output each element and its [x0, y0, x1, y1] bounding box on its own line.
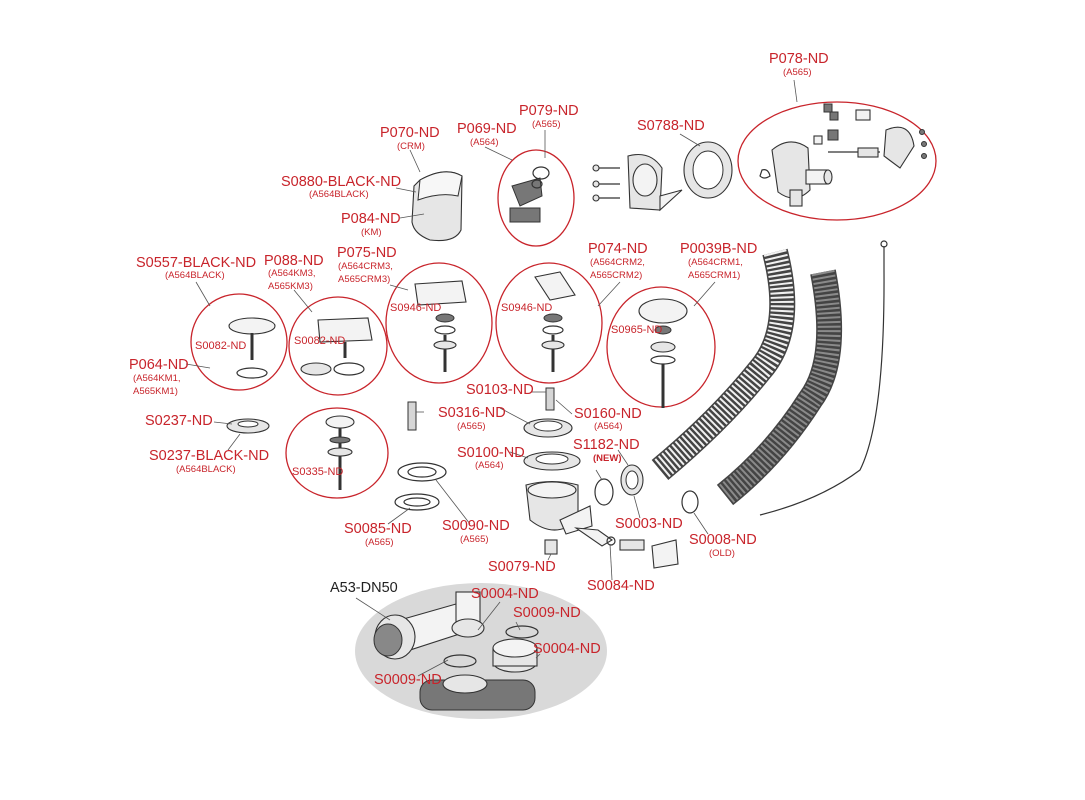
- label-s0009-top: S0009-ND: [513, 605, 581, 621]
- p088-plug-icon: [300, 317, 373, 376]
- p075-callout-ring: [385, 262, 493, 384]
- label-s0085: S0085-ND: [344, 521, 412, 537]
- p074-callout-ring: [495, 262, 603, 384]
- label-s0160: S0160-ND: [574, 406, 642, 422]
- label-p074-sub2: A565CRM2): [590, 270, 643, 281]
- label-s0557-sub: (A564BLACK): [165, 270, 225, 281]
- s0103-flange-icon: [523, 418, 573, 438]
- label-s0003: S0003-ND: [615, 516, 683, 532]
- label-p078: P078-ND: [769, 51, 829, 67]
- label-s0085-sub: (A565): [365, 537, 394, 548]
- p0039b-callout-ring: [606, 286, 716, 408]
- p074-plug-icon: [534, 271, 576, 372]
- label-s0084: S0084-ND: [587, 578, 655, 594]
- label-s0008-sub: (OLD): [709, 548, 735, 559]
- a53-dn50-siphon-assembly: [355, 583, 607, 719]
- label-s0082-a: S0082-ND: [195, 340, 247, 352]
- label-s0557: S0557-BLACK-ND: [136, 255, 257, 271]
- label-s0316: S0316-ND: [438, 405, 506, 421]
- label-s0160-sub: (A564): [594, 421, 623, 432]
- label-s0237-black: S0237-BLACK-ND: [149, 448, 270, 464]
- label-p084: P084-ND: [341, 211, 401, 227]
- label-s0880: S0880-BLACK-ND: [281, 174, 402, 190]
- label-s0335: S0335-ND: [292, 466, 344, 478]
- waste-body-icon: [525, 480, 593, 535]
- label-p069-sub: (A564): [470, 137, 499, 148]
- label-p075-sub1: (A564CRM3,: [338, 261, 393, 272]
- label-s0237-black-sub: (A564BLACK): [176, 464, 236, 475]
- label-p070-sub: (CRM): [397, 141, 425, 152]
- label-p0039b-sub1: (A564CRM1,: [688, 257, 743, 268]
- label-p075: P075-ND: [337, 245, 397, 261]
- p078-mechanism-icon: [759, 103, 927, 207]
- label-s0316-sub: (A565): [457, 421, 486, 432]
- label-s0788: S0788-ND: [637, 118, 705, 134]
- s0003-gasket-icon: [594, 478, 614, 506]
- s0085-gasket-icon: [394, 493, 440, 511]
- label-s0090-sub: (A565): [460, 534, 489, 545]
- label-p078-sub: (A565): [783, 67, 812, 78]
- label-s0090: S0090-ND: [442, 518, 510, 534]
- label-p084-sub: (KM): [361, 227, 382, 238]
- label-p0039b: P0039B-ND: [680, 241, 758, 257]
- label-p088-sub2: A565KM3): [268, 281, 313, 292]
- s0237-flange-icon: [226, 418, 270, 434]
- label-s0100: S0100-ND: [457, 445, 525, 461]
- label-p0039b-sub2: A565CRM1): [688, 270, 741, 281]
- label-s0965: S0965-ND: [611, 324, 663, 336]
- s0335-callout-ring: [285, 407, 389, 499]
- label-p070: P070-ND: [380, 125, 440, 141]
- label-s1182-new: (NEW): [593, 453, 622, 464]
- s0160-screw-icon: [545, 387, 555, 411]
- overflow-adapter-icon: [509, 166, 550, 223]
- p0039b-plug-icon: [638, 298, 688, 408]
- label-p069: P069-ND: [457, 121, 517, 137]
- label-s0079: S0079-ND: [488, 559, 556, 575]
- label-s0004-top: S0004-ND: [471, 586, 539, 602]
- label-s0100-sub: (A564): [475, 460, 504, 471]
- label-p079-sub: (A565): [532, 119, 561, 130]
- leader-lines: [185, 79, 798, 677]
- label-p088-sub1: (A564KM3,: [268, 268, 316, 279]
- p078-callout-ring: [737, 101, 937, 221]
- s0090-gasket-icon: [397, 462, 447, 482]
- s0084-lever-icon: [573, 527, 679, 569]
- p069-callout-ring: [497, 149, 575, 247]
- s0100-ring-icon: [523, 451, 581, 471]
- s0316-screw-icon: [407, 401, 417, 431]
- flexible-hose-icon: [651, 248, 843, 506]
- label-s0008: S0008-ND: [689, 532, 757, 548]
- s0788-gasket-icon: [683, 141, 733, 199]
- label-p079: P079-ND: [519, 103, 579, 119]
- s0079-sleeve-icon: [544, 539, 558, 555]
- label-s0946-b: S0946-ND: [501, 302, 553, 314]
- label-p064: P064-ND: [129, 357, 189, 373]
- label-s0237: S0237-ND: [145, 413, 213, 429]
- s1182-nut-icon: [620, 464, 644, 496]
- label-p064-sub2: A565KM1): [133, 386, 178, 397]
- overflow-body-icon: [592, 153, 683, 212]
- label-s0009-bottom: S0009-ND: [374, 672, 442, 688]
- label-p075-sub2: A565CRM3): [338, 274, 391, 285]
- s0557-plug-icon: [228, 317, 276, 379]
- label-s0880-sub: (A564BLACK): [309, 189, 369, 200]
- p075-plug-icon: [414, 280, 467, 372]
- label-p074-sub1: (A564CRM2,: [590, 257, 645, 268]
- label-p088: P088-ND: [264, 253, 324, 269]
- bowden-cable-icon: [759, 240, 888, 516]
- p088-callout-ring: [288, 296, 388, 396]
- label-s0004-bottom: S0004-ND: [533, 641, 601, 657]
- label-a53-dn50: A53-DN50: [330, 580, 398, 596]
- bath-waste-cap-icon: [411, 171, 463, 242]
- label-s0103: S0103-ND: [466, 382, 534, 398]
- s0557-callout-ring: [190, 293, 288, 391]
- label-p064-sub1: (A564KM1,: [133, 373, 181, 384]
- label-p074: P074-ND: [588, 241, 648, 257]
- label-s0082-b: S0082-ND: [294, 335, 346, 347]
- label-s0946-a: S0946-ND: [390, 302, 442, 314]
- s0008-gasket-icon: [681, 490, 699, 514]
- label-s1182: S1182-ND: [573, 437, 640, 453]
- s0335-plug-icon: [325, 415, 355, 490]
